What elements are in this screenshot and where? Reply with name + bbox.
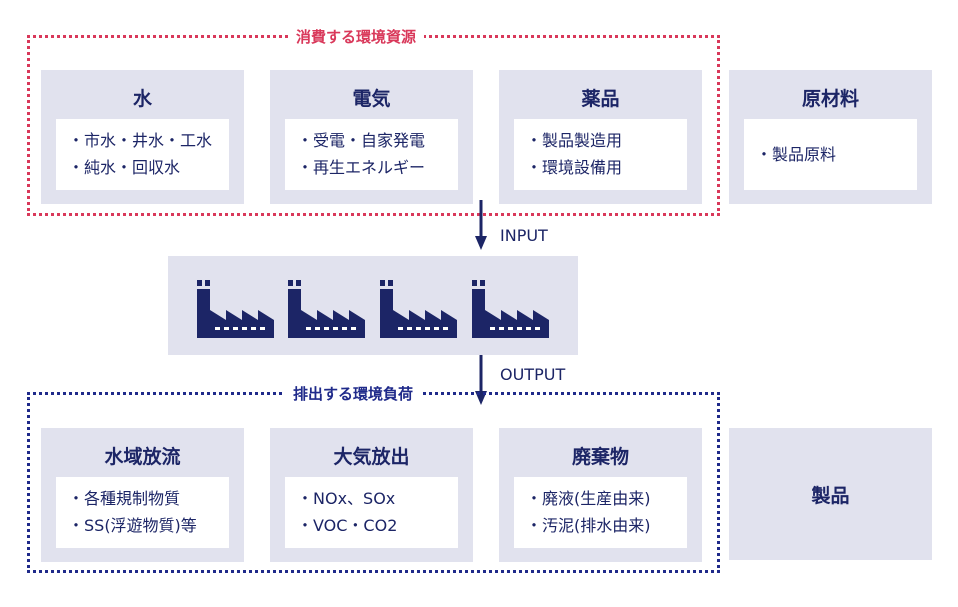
list-item: ・製品原料 (756, 145, 837, 164)
water-discharge-card-title: 水域放流 (104, 446, 181, 468)
electricity-card: 電気 ・受電・自家発電 ・再生エネルギー (270, 70, 473, 204)
list-item: ・市水・井水・工水 (68, 131, 213, 150)
factory-icon (197, 280, 274, 338)
water-card: 水 ・市水・井水・工水 ・純水・回収水 (41, 70, 244, 204)
product-card: 製品 (729, 428, 932, 560)
waste-card-items: ・廃液(生産由来) ・汚泥(排水由来) (514, 477, 687, 548)
water-card-title: 水 (132, 88, 152, 110)
list-item: ・SS(浮遊物質)等 (68, 516, 197, 535)
water-card-items: ・市水・井水・工水 ・純水・回収水 (56, 119, 229, 190)
air-emission-card-items: ・NOx、SOx ・VOC・CO2 (285, 477, 458, 548)
list-item: ・再生エネルギー (297, 158, 426, 177)
list-item: ・VOC・CO2 (297, 516, 398, 535)
list-item: ・各種規制物質 (68, 489, 181, 508)
raw-material-card-title: 原材料 (801, 88, 859, 110)
water-discharge-card: 水域放流 ・各種規制物質 ・SS(浮遊物質)等 (41, 428, 244, 562)
chemicals-card-title: 薬品 (581, 88, 620, 110)
list-item: ・受電・自家発電 (297, 131, 426, 150)
output-arrow-label: OUTPUT (500, 365, 566, 384)
factory-icon (380, 280, 457, 338)
waste-card-title: 廃棄物 (571, 446, 629, 468)
chemicals-card-items: ・製品製造用 ・環境設備用 (514, 119, 687, 190)
list-item: ・廃液(生産由来) (526, 489, 651, 508)
water-discharge-card-items: ・各種規制物質 ・SS(浮遊物質)等 (56, 477, 229, 548)
input-arrow-icon (475, 200, 487, 250)
air-emission-card: 大気放出 ・NOx、SOx ・VOC・CO2 (270, 428, 473, 562)
input-arrow-label: INPUT (500, 226, 548, 245)
waste-card: 廃棄物 ・廃液(生産由来) ・汚泥(排水由来) (499, 428, 702, 562)
list-item: ・汚泥(排水由来) (526, 516, 651, 535)
factory-icon (472, 280, 549, 338)
chemicals-card: 薬品 ・製品製造用 ・環境設備用 (499, 70, 702, 204)
output-group-label: 排出する環境負荷 (285, 384, 422, 404)
list-item: ・製品製造用 (526, 131, 623, 150)
list-item: ・NOx、SOx (297, 489, 396, 508)
factory-band (168, 256, 578, 355)
factory-icon (288, 280, 365, 338)
input-group-label: 消費する環境資源 (288, 27, 425, 47)
raw-material-card: 原材料 ・製品原料 (729, 70, 932, 204)
list-item: ・環境設備用 (526, 158, 623, 177)
raw-material-card-items: ・製品原料 (744, 119, 917, 190)
electricity-card-items: ・受電・自家発電 ・再生エネルギー (285, 119, 458, 190)
list-item: ・純水・回収水 (68, 158, 181, 177)
electricity-card-title: 電気 (352, 88, 391, 110)
air-emission-card-title: 大気放出 (333, 446, 410, 468)
